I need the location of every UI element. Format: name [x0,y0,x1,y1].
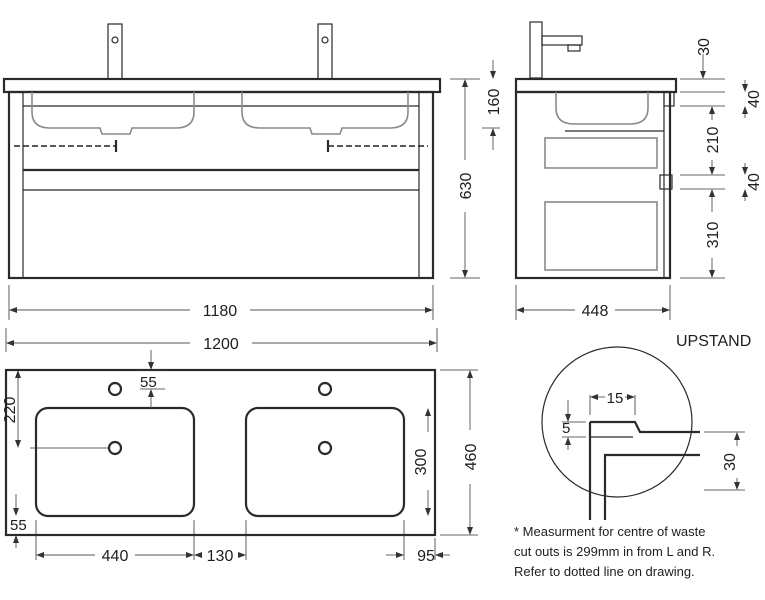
dim-label-448: 448 [582,303,609,320]
plan-basin-right [244,406,406,518]
note-line-3: Refer to dotted line on drawing. [514,564,695,579]
dim-label-1180: 1180 [203,303,238,320]
front-countertop [2,77,442,94]
upstand-dim-15: 15 [607,390,624,407]
dim-1200: 1200 [5,328,438,353]
dim-448: 448 [515,285,671,320]
dim-label-300: 300 [413,449,430,476]
upstand-title: UPSTAND [676,333,751,350]
side-countertop [514,77,678,94]
front-tap-right [317,23,333,80]
dim-label-460: 460 [463,444,480,471]
front-basin-right-hidden [241,92,409,135]
plan-view [4,368,437,537]
dim-label-40-lower: 40 [746,173,763,191]
front-basin-left-hidden [31,92,195,135]
dim-label-220: 220 [2,397,19,424]
dim-bottom-chain: 440 130 95 [35,520,450,565]
note-line-2: cut outs is 299mm in from L and R. [514,544,716,559]
front-cabinet [7,90,435,280]
dim-label-310: 310 [705,222,722,249]
dim-label-40-upper: 40 [746,90,763,108]
dim-630: 630 [450,78,480,279]
dim-220: 220 [2,370,21,448]
front-elevation [2,23,442,280]
upstand-dim-30: 30 [722,453,739,471]
dim-label-160: 160 [486,89,503,116]
dim-label-130: 130 [207,548,234,565]
dim-label-630: 630 [458,173,475,200]
side-drawer-lower-hidden [544,201,658,271]
dim-55-bottom: 55 [10,494,27,548]
dim-label-1200: 1200 [203,336,239,353]
dim-label-95: 95 [417,548,435,565]
side-cabinet [514,90,672,280]
upstand-dim-5: 5 [562,420,570,437]
dim-label-55-tap: 55 [140,374,157,391]
dim-label-30-tap: 30 [696,38,713,56]
plan-basin-left [34,406,196,518]
side-drawer-upper-hidden [544,137,658,169]
side-elevation [514,21,678,280]
dim-label-440: 440 [102,548,129,565]
waste-note: * Measurment for centre of waste cut out… [514,522,764,582]
dim-label-210: 210 [705,127,722,154]
upstand-lower-profile [603,453,700,520]
plan-countertop [4,368,437,537]
dim-55-tap: 55 [140,350,165,408]
dim-side-right: 30 40 210 40 310 [680,38,763,279]
tap-hole-right [317,381,333,397]
waste-hole-right [317,440,333,456]
side-basin-hidden [555,92,649,125]
dim-460: 460 [440,369,480,536]
upstand-detail-circle [541,346,693,498]
tap-hole-left [107,381,123,397]
dim-1180: 1180 [8,285,434,320]
upstand-profile [588,420,700,520]
dim-300: 300 [413,408,431,516]
dim-160: 160 [482,60,503,150]
dim-label-55-bottom: 55 [10,517,27,534]
upstand-detail: UPSTAND 15 5 30 [541,333,751,520]
waste-hole-left [107,440,123,456]
side-tap [529,21,583,79]
note-line-1: * Measurment for centre of waste [514,524,706,539]
front-tap-left [107,23,123,80]
